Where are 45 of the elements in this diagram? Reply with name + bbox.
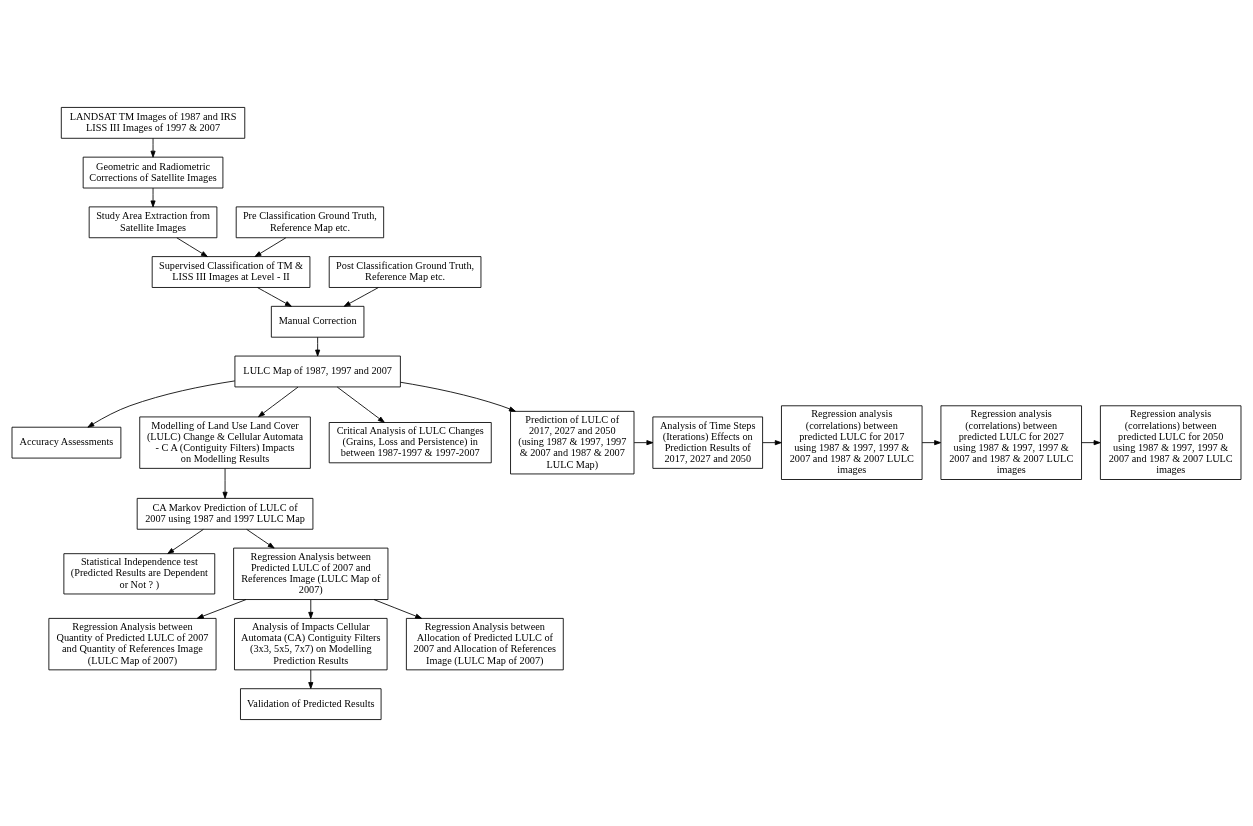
arrow xyxy=(343,286,379,307)
node-box: Regression Analysis between Quantity of Predicted LULC of 2007 and Quantity of References Image (LULC Map of 2007) xyxy=(48,617,217,670)
arrow xyxy=(176,236,208,257)
arrow xyxy=(921,439,942,445)
node-box: Regression analysis (correlations) between predicted LULC for 2017 using 1987 & 1997, 1997 & 2007 and 1987 & 2007 LULC images xyxy=(781,404,923,480)
node-box: LULC Map of 1987, 1997 and 2007 xyxy=(234,355,401,387)
arrow xyxy=(150,187,156,207)
node-box: Validation of Predicted Results xyxy=(240,687,382,720)
arrow xyxy=(196,598,247,619)
arrow xyxy=(373,598,422,619)
node-box: Accuracy Assessments xyxy=(11,426,122,458)
node-box: Statistical Independence test (Predicted Results are Dependent or Not ? ) xyxy=(63,552,216,594)
node-box: Regression analysis (correlations) between predicted LULC for 2050 using 1987 & 1997, 1997 & 2007 and 1987 & 2007 LULC images xyxy=(1099,404,1242,480)
arrow xyxy=(246,528,275,548)
node-box: Prediction of LULC of 2017, 2027 and 2050 (using 1987 & 1997, 1997 & 2007 and 1987 & 2007 LULC Map) xyxy=(510,410,635,474)
arrow xyxy=(222,467,228,499)
arrow xyxy=(87,380,236,428)
arrow xyxy=(400,381,516,412)
node-box: Analysis of Time Steps (Iterations) Effects on Prediction Results of 2017, 2027 and 2050 xyxy=(652,416,764,469)
node-box: Post Classification Ground Truth, Reference Map etc. xyxy=(328,255,482,288)
node-box: Supervised Classification of TM & LISS III Images at Level - II xyxy=(151,255,311,288)
arrow xyxy=(257,286,292,307)
node-box: Analysis of Impacts Cellular Automata (CA) Contiguity Filters (3x3, 5x5, 7x7) on Modelling Prediction Results xyxy=(234,617,388,670)
arrow xyxy=(336,386,385,423)
arrow xyxy=(1081,439,1101,445)
node-box: CA Markov Prediction of LULC of 2007 using 1987 and 1997 LULC Map xyxy=(136,497,314,530)
node-box: LANDSAT TM Images of 1987 and IRS LISS III Images of 1997 & 2007 xyxy=(60,106,246,139)
arrow xyxy=(308,669,314,689)
arrow xyxy=(308,598,314,619)
arrow xyxy=(633,439,654,445)
node-box: Modelling of Land Use Land Cover (LULC) Change & Cellular Automata - C A (Contiguity Filters) Impacts on Modelling Results xyxy=(139,416,311,469)
node-box: Study Area Extraction from Satellite Images xyxy=(88,205,218,238)
arrow xyxy=(315,336,321,356)
arrow xyxy=(254,236,287,257)
node-box: Pre Classification Ground Truth, Reference Map etc. xyxy=(235,205,385,238)
node-box: Regression Analysis between Predicted LULC of 2007 and References Image (LULC Map of 2007) xyxy=(233,547,389,600)
arrow xyxy=(762,439,782,445)
arrow xyxy=(167,528,204,554)
node-box: Regression analysis (correlations) between predicted LULC for 2027 using 1987 & 1997, 1997 & 2007 and 1987 & 2007 LULC images xyxy=(940,404,1082,480)
node-box: Critical Analysis of LULC Changes (Grains, Loss and Persistence) in between 1987-1997 & 1997-2007 xyxy=(328,421,492,463)
arrow xyxy=(150,137,156,158)
node-box: Geometric and Radiometric Corrections of Satellite Images xyxy=(82,156,224,188)
node-box: Regression Analysis between Allocation of Predicted LULC of 2007 and Allocation of References Image (LULC Map of 2007) xyxy=(405,617,564,670)
arrow xyxy=(258,386,299,417)
node-box: Manual Correction xyxy=(270,305,365,338)
